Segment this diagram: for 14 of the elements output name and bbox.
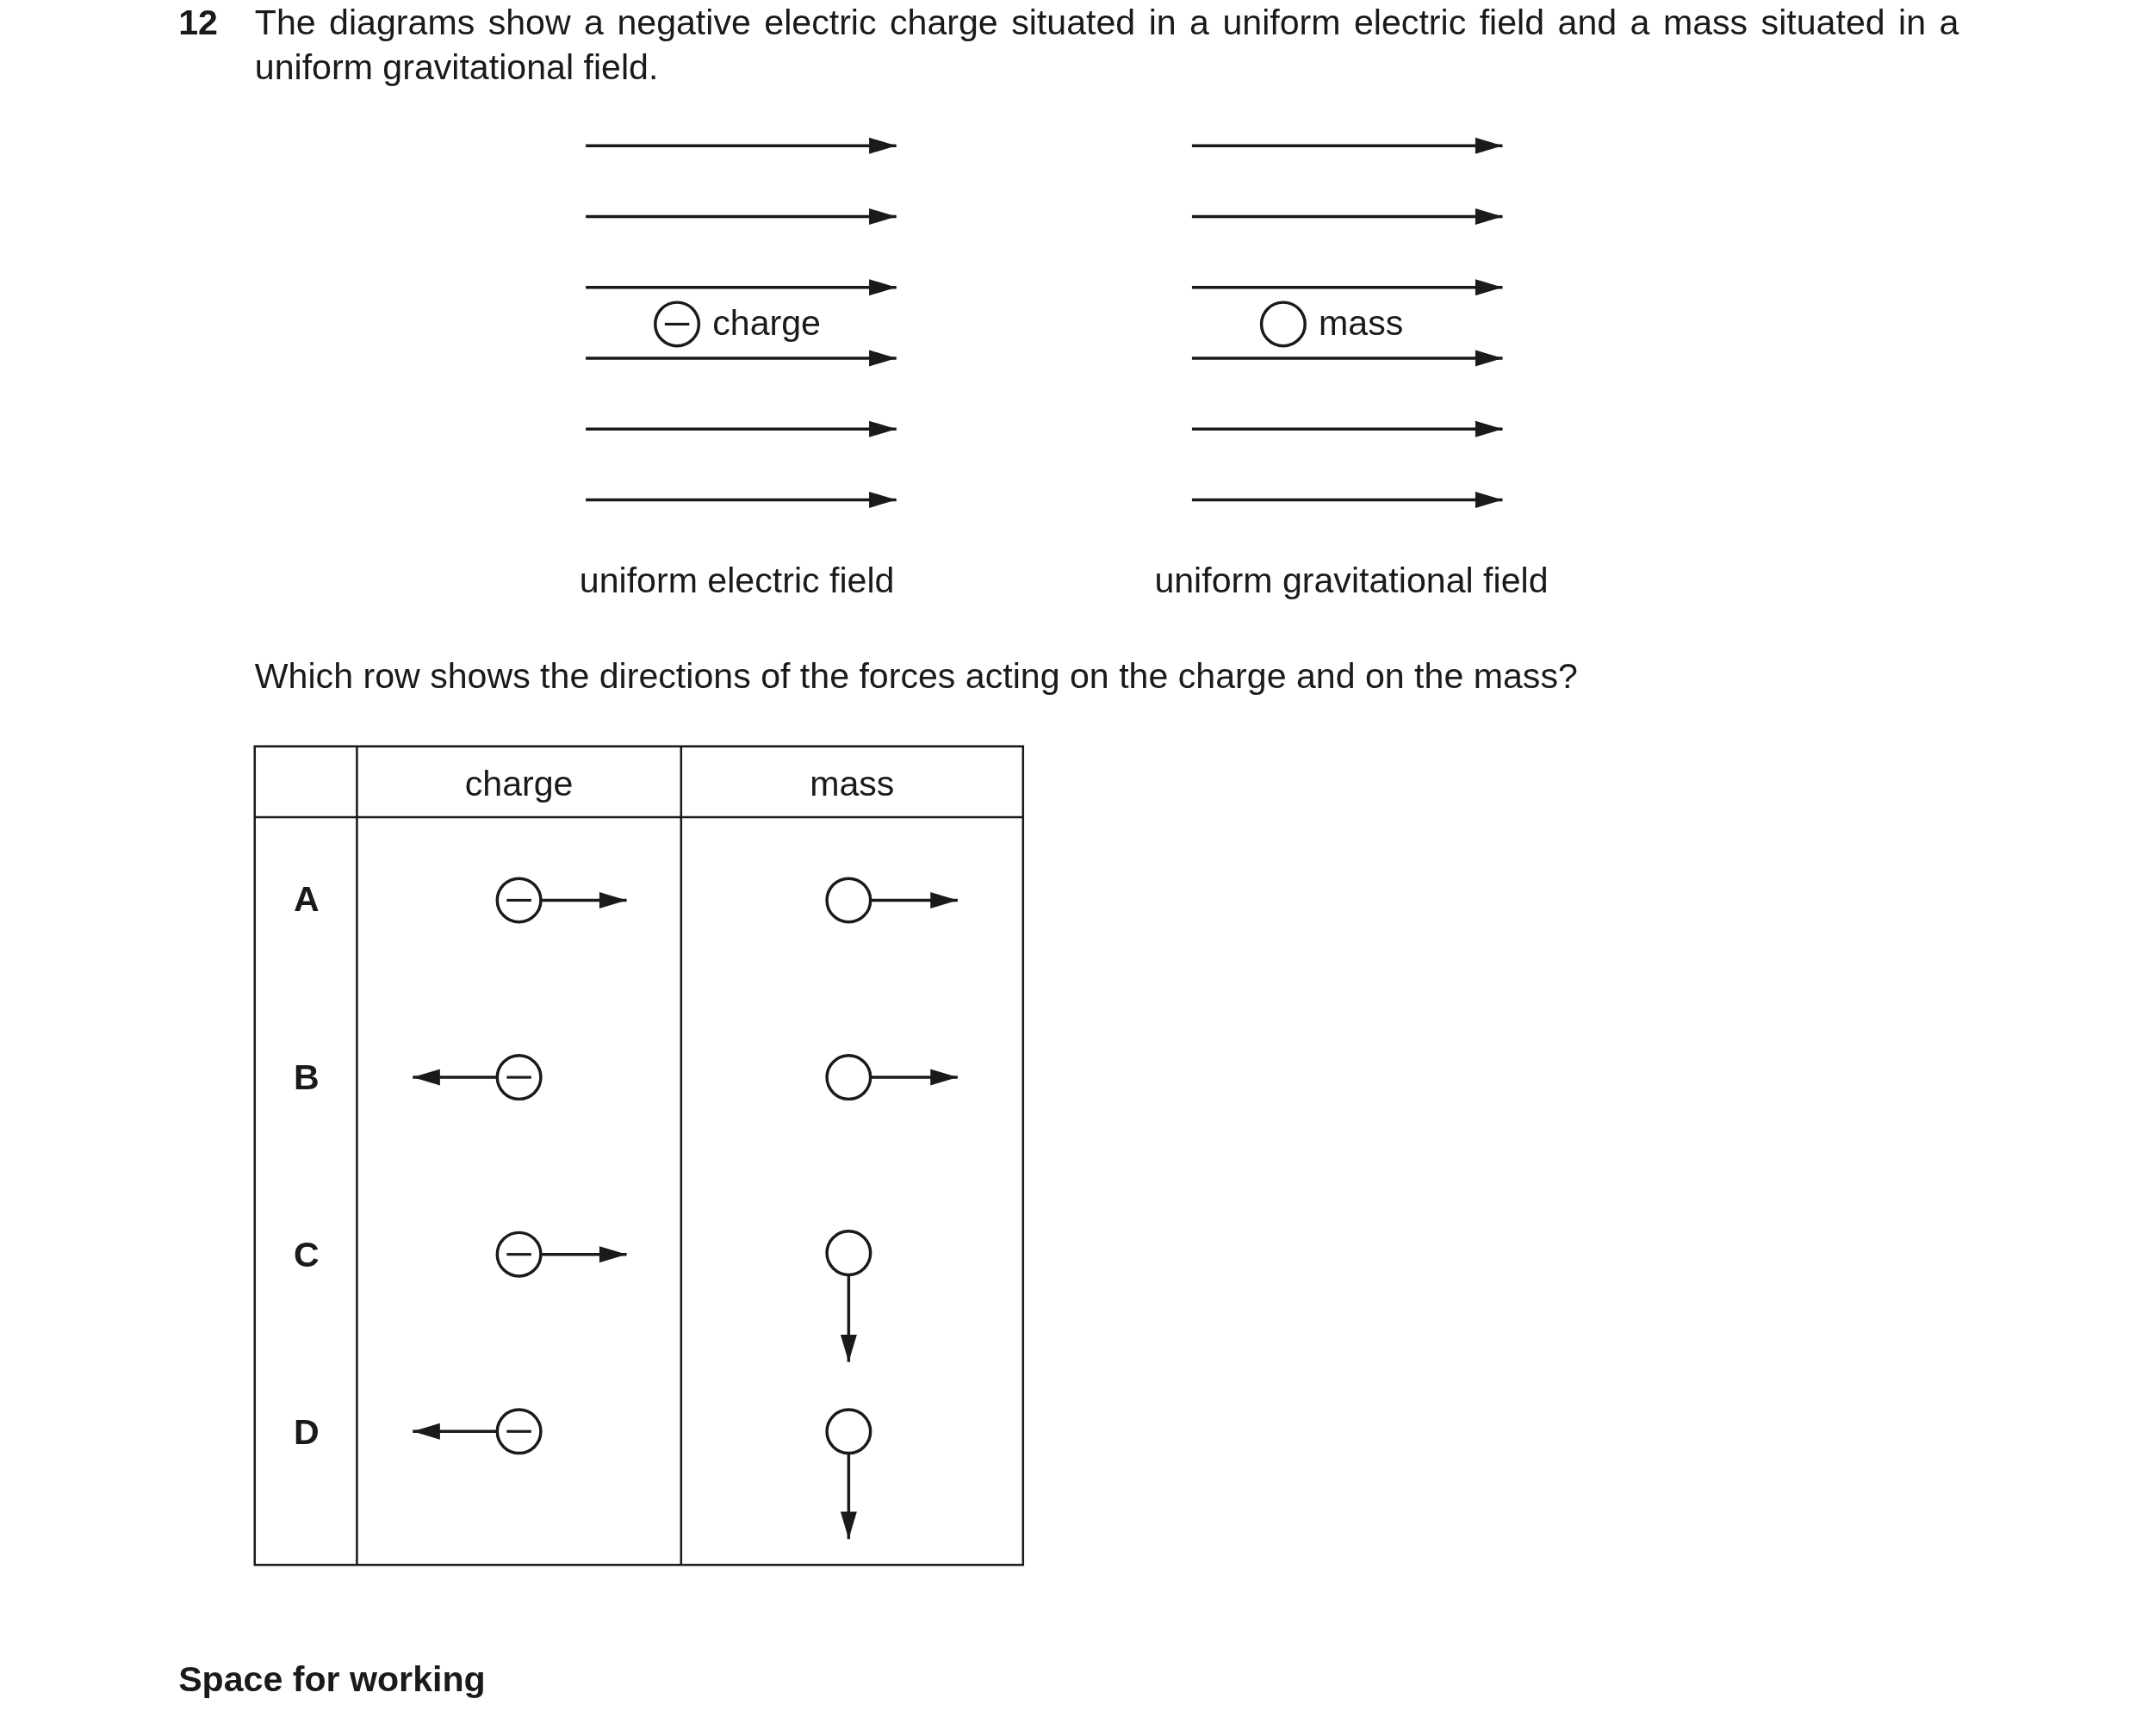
- question-number: 12: [178, 0, 218, 45]
- section-heading: Space for working: [178, 1658, 486, 1702]
- row-label: B: [293, 1056, 320, 1100]
- field-label: charge: [712, 301, 821, 345]
- column-header: mass: [809, 761, 896, 806]
- row-label: D: [293, 1410, 320, 1454]
- question-text: Which row shows the directions of the forces acting on the charge and on the mass?: [254, 654, 1578, 698]
- row-label: C: [293, 1232, 320, 1277]
- row-label: A: [293, 877, 320, 921]
- field-caption: uniform electric field: [578, 559, 896, 603]
- question-text: The diagrams show a negative electric charge situated in a uniform electric field and a mass situated in a uniform gravitational field.: [254, 0, 1959, 90]
- field-caption: uniform gravitational field: [1153, 559, 1549, 603]
- field-label: mass: [1319, 301, 1404, 345]
- column-header: charge: [463, 761, 574, 806]
